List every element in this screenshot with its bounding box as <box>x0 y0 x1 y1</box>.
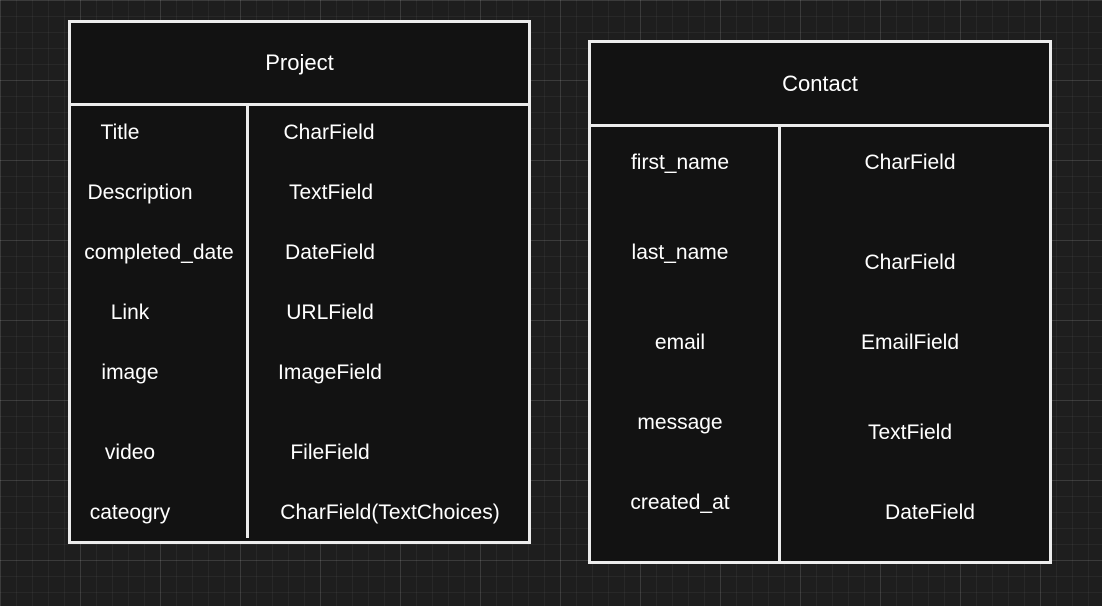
contact-field-name: created_at <box>630 491 730 514</box>
contact-entity-title: Contact <box>591 43 1049 127</box>
project-column-divider <box>246 106 249 538</box>
project-field-type: FileField <box>290 441 370 464</box>
project-field-type: TextField <box>288 181 374 204</box>
project-field-name: cateogry <box>89 501 171 524</box>
project-field-name: Title <box>100 121 140 144</box>
contact-field-type: EmailField <box>860 331 960 354</box>
contact-field-type: TextField <box>867 421 953 444</box>
project-entity: Project Title CharField Description Text… <box>68 20 531 544</box>
project-field-name: Link <box>110 301 150 324</box>
contact-field-type: CharField <box>864 251 956 274</box>
project-field-name: Description <box>87 181 193 204</box>
contact-field-name: first_name <box>630 151 730 174</box>
project-field-type: ImageField <box>278 361 382 384</box>
contact-column-divider <box>778 127 781 561</box>
project-field-name: video <box>104 441 156 464</box>
contact-field-type: CharField <box>864 151 956 174</box>
project-field-type: CharField(TextChoices) <box>280 501 500 524</box>
project-field-name: completed_date <box>84 241 234 264</box>
project-field-type: URLField <box>286 301 374 324</box>
contact-field-name: message <box>637 411 723 434</box>
contact-field-name: email <box>654 331 706 354</box>
contact-field-type: DateField <box>885 501 975 524</box>
contact-field-name: last_name <box>631 241 729 264</box>
contact-entity: Contact first_name CharField last_name C… <box>588 40 1052 564</box>
project-field-type: CharField <box>283 121 375 144</box>
project-field-name: image <box>101 361 159 384</box>
project-entity-title: Project <box>71 23 528 106</box>
project-field-type: DateField <box>285 241 375 264</box>
